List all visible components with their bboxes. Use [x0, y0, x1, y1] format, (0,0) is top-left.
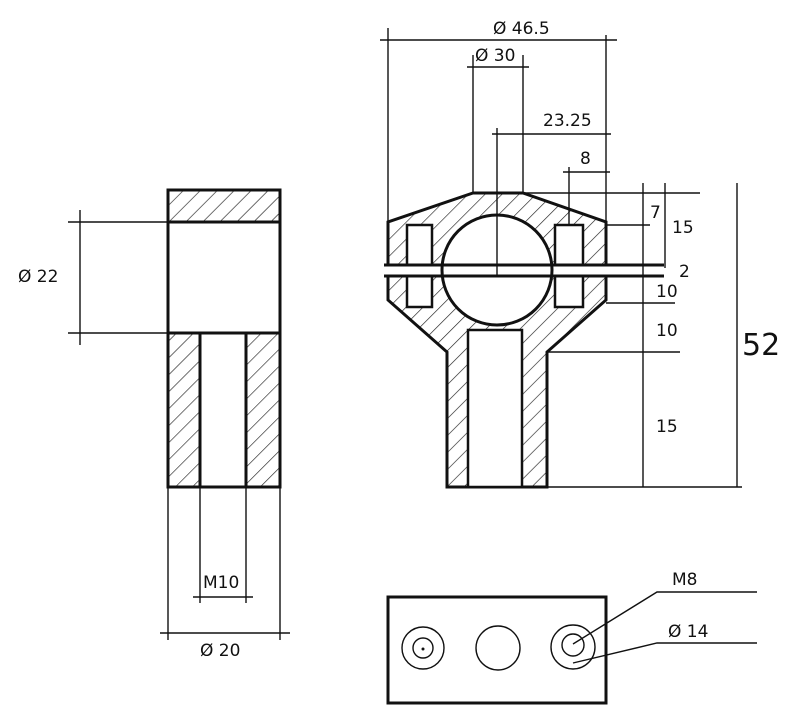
dim-half-width: 23.25 — [543, 111, 592, 131]
dim-bore: Ø 22 — [18, 210, 168, 345]
counterbore — [550, 624, 596, 670]
dim-outer-label: Ø 20 — [200, 641, 240, 661]
dim-15-upper: 15 — [672, 218, 694, 238]
right-wall — [244, 331, 282, 489]
dim-thread-label: M10 — [203, 573, 239, 593]
section-view: Ø 46.5 Ø 30 23.25 8 7 15 2 10 10 15 52 — [380, 19, 780, 489]
dim-gap: 2 — [679, 262, 690, 282]
threaded-hole — [561, 633, 585, 657]
dim-slot: 8 — [580, 149, 591, 169]
bottom-view: M8 Ø 14 — [386, 570, 757, 705]
top-hatched-band — [166, 188, 282, 224]
bottom-outline — [386, 595, 608, 705]
dim-thread-m10: M10 — [193, 487, 253, 603]
dim-15-lower: 15 — [656, 417, 678, 437]
center-hole — [475, 625, 521, 671]
left-wall — [166, 331, 202, 489]
dim-bore-label: Ø 22 — [18, 267, 58, 287]
dim-outer-diameter: Ø 46.5 — [493, 19, 550, 39]
dim-top-diameter: Ø 30 — [475, 46, 515, 66]
dim-7: 7 — [650, 203, 661, 223]
dim-m8: M8 — [672, 570, 697, 590]
dim-outer: Ø 20 — [160, 487, 290, 661]
dim-total-height: 52 — [742, 328, 780, 363]
dim-counterbore: Ø 14 — [668, 622, 708, 642]
neck-bore — [466, 328, 524, 489]
dim-10-b: 10 — [656, 321, 678, 341]
dim-10-a: 10 — [656, 282, 678, 302]
side-view: Ø 22 M10 Ø 20 — [18, 188, 290, 661]
